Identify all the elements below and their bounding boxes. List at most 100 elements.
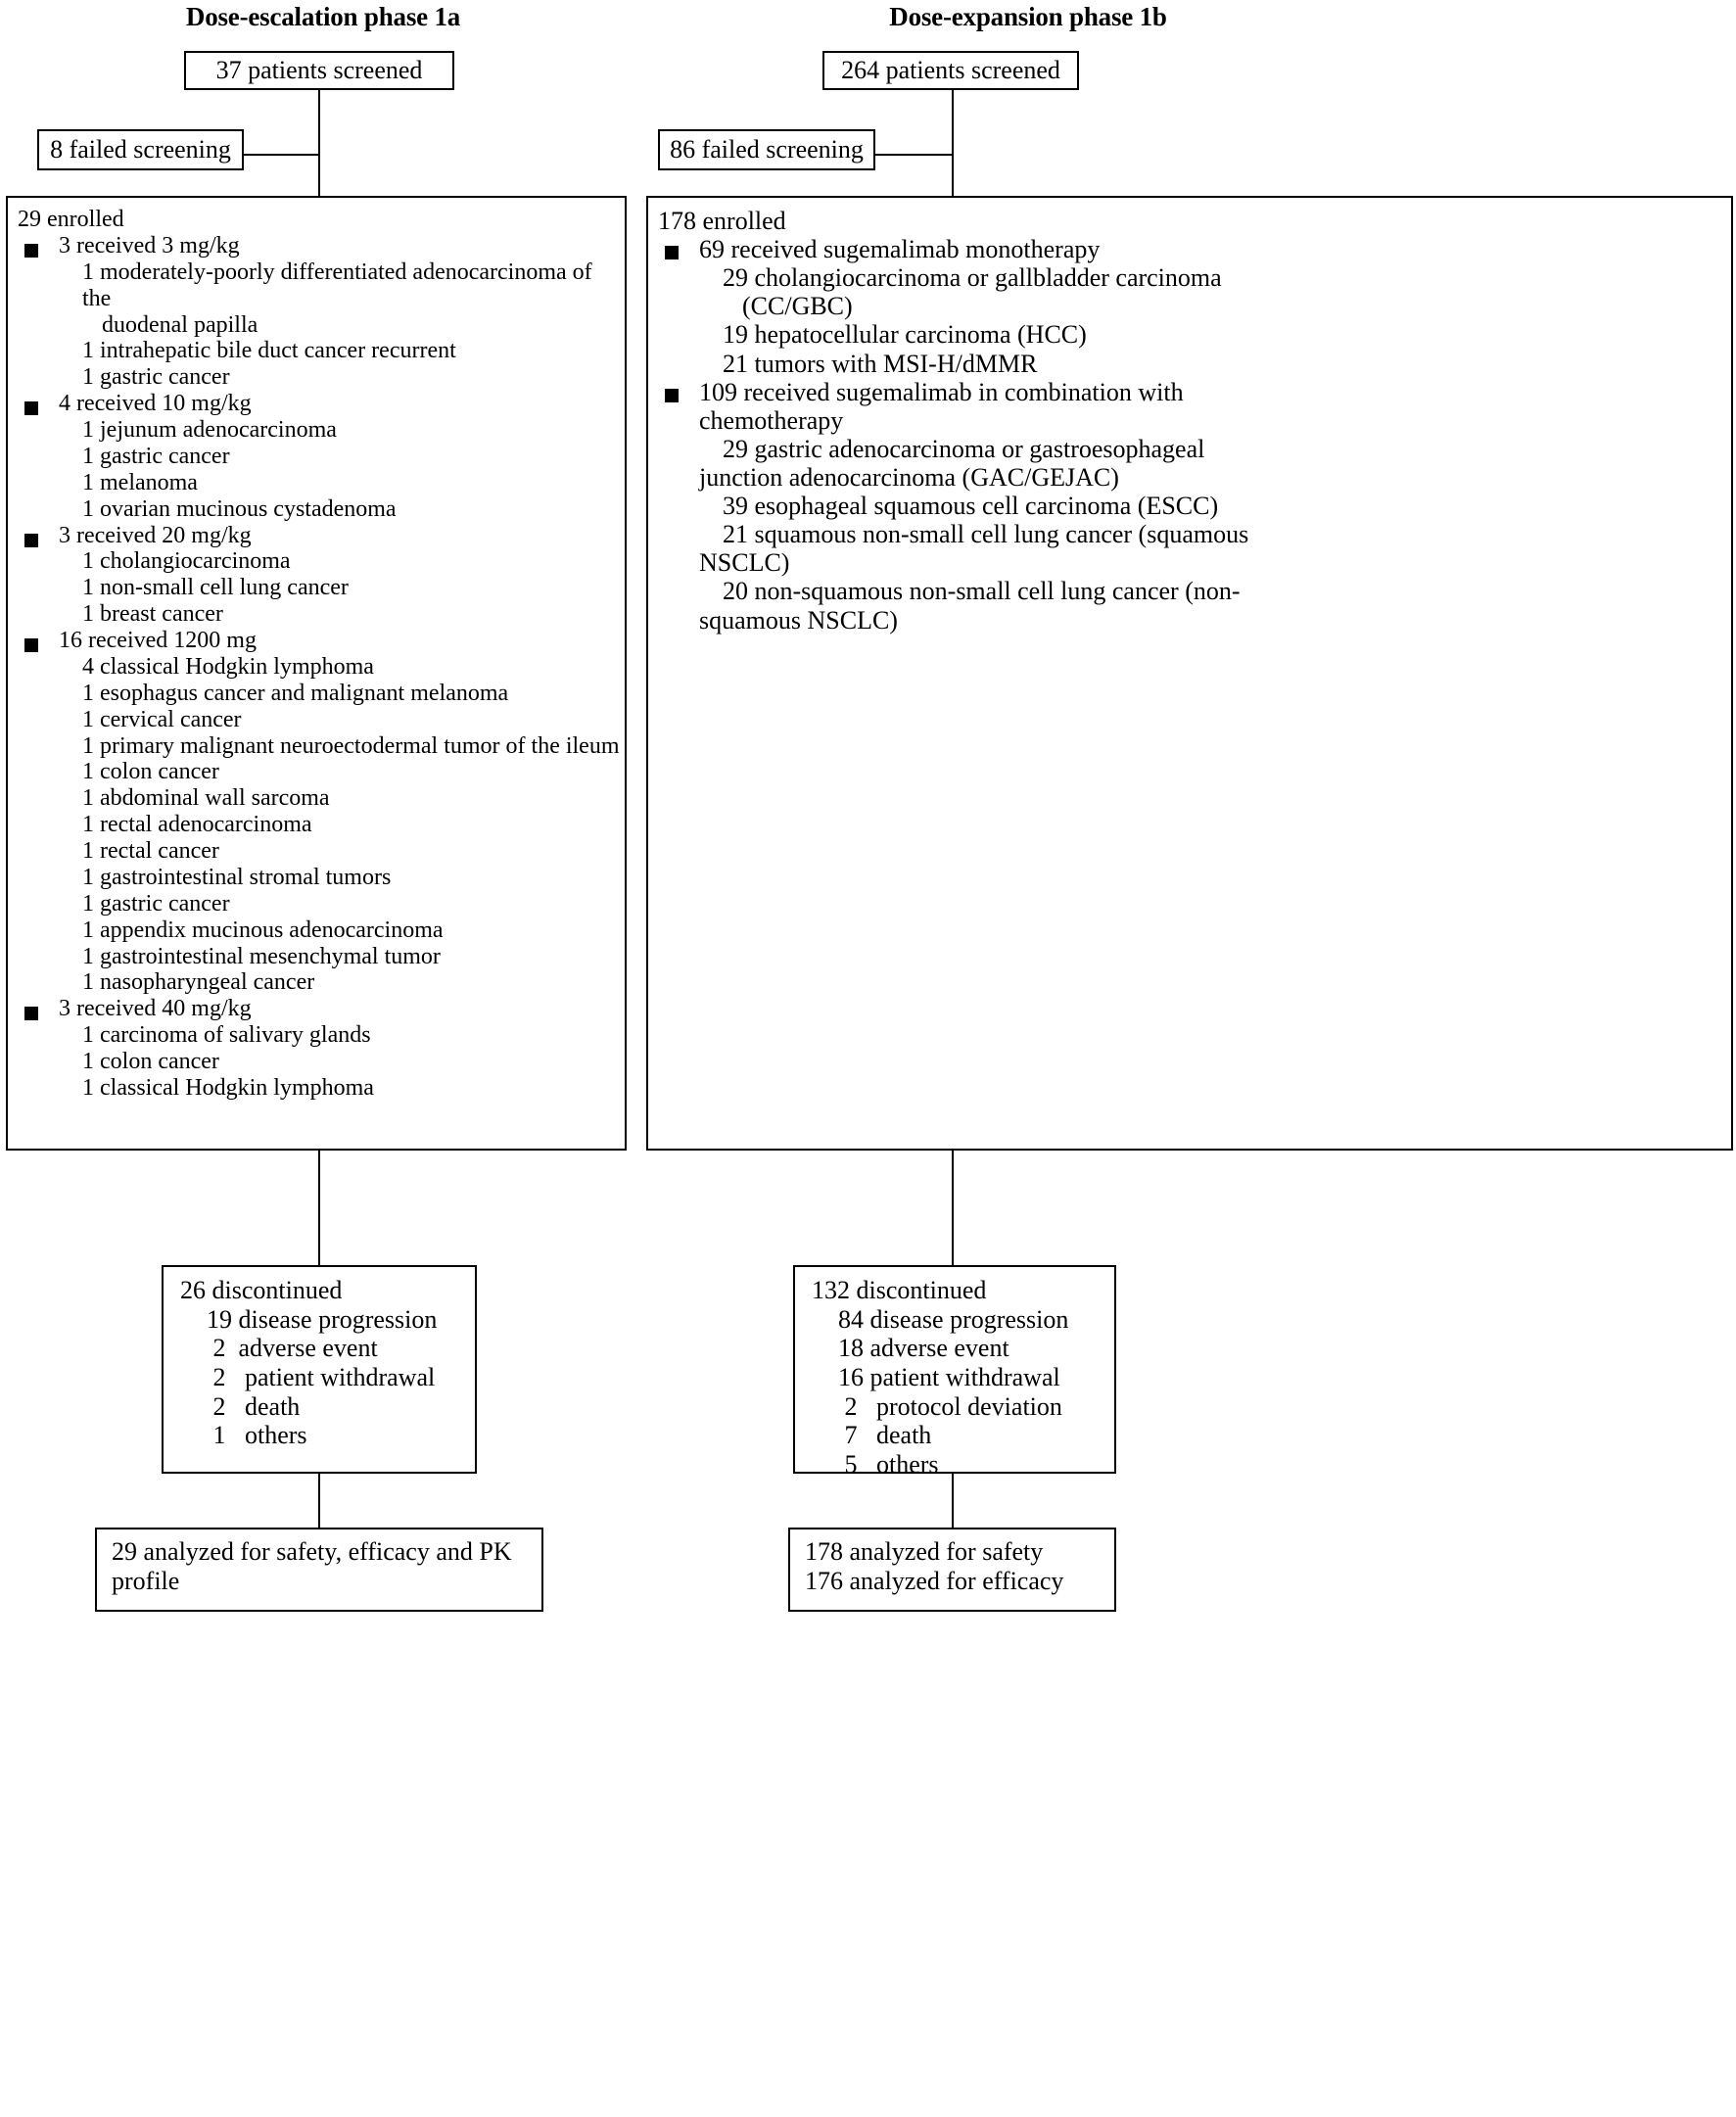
list-item: 1 breast cancer	[82, 601, 223, 628]
phase-1a-analyzed-line-1: profile	[112, 1566, 180, 1595]
bullet-square-icon	[24, 533, 38, 547]
phase-1a-screened-label: 37 patients screened	[215, 56, 423, 84]
phase-1b-group-0: 69 received sugemalimab monotherapy	[648, 235, 1731, 263]
phase-1a-connector-screened-to-enrolled	[318, 90, 320, 196]
list-item: 1 gastrointestinal stromal tumors	[82, 864, 392, 890]
list-item: 1 nasopharyngeal cancer	[82, 969, 315, 996]
phase-1a-discontinued-box: 26 discontinued 19 disease progression 2…	[162, 1265, 477, 1474]
phase-1b-failed-box: 86 failed screening	[658, 129, 875, 170]
phase-1a-group-2: 3 received 20 mg/kg	[8, 523, 625, 549]
list-item: 19 disease progression	[207, 1304, 438, 1334]
phase-1b-discontinued-header: 132 discontinued	[812, 1276, 987, 1304]
list-item: 1 carcinoma of salivary glands	[82, 1022, 371, 1049]
list-item: 1 rectal adenocarcinoma	[82, 812, 312, 838]
phase-1a-screened-box: 37 patients screened	[184, 51, 454, 90]
phase-1a-group-4: 3 received 40 mg/kg	[8, 996, 625, 1022]
list-item: 16 patient withdrawal	[838, 1362, 1060, 1391]
phase-1a-discontinued-header: 26 discontinued	[180, 1276, 343, 1304]
list-item: 2 patient withdrawal	[207, 1362, 436, 1391]
list-item: 1 esophagus cancer and malignant melanom…	[82, 680, 509, 706]
list-item: 1 rectal cancer	[82, 838, 219, 864]
phase-1b-title: Dose-expansion phase 1b	[889, 2, 1167, 31]
list-item: 1 cervical cancer	[82, 706, 242, 732]
bullet-square-icon	[665, 246, 679, 260]
phase-1b-connector-discontinued-to-analyzed	[952, 1474, 954, 1528]
phase-1b-group-1-label: 109 received sugemalimab in combination …	[699, 377, 1184, 406]
list-item: 1 intrahepatic bile duct cancer recurren…	[82, 338, 456, 364]
phase-1a-connector-enrolled-to-discontinued	[318, 1151, 320, 1265]
list-item: 1 abdominal wall sarcoma	[82, 785, 330, 812]
list-item: 1 gastrointestinal mesenchymal tumor	[82, 943, 441, 969]
list-item-wrap: duodenal papilla	[102, 311, 258, 338]
phase-1b-analyzed-line-0: 178 analyzed for safety	[805, 1537, 1044, 1566]
list-item-wrap: junction adenocarcinoma (GAC/GEJAC)	[699, 462, 1119, 492]
phase-1b-failed-label: 86 failed screening	[670, 135, 864, 164]
list-item: 1 appendix mucinous adenocarcinoma	[82, 917, 444, 943]
list-item: 1 classical Hodgkin lymphoma	[82, 1074, 374, 1101]
list-item: 1 gastric cancer	[82, 890, 230, 917]
phase-1a-enrolled-box: 29 enrolled 3 received 3 mg/kg 1 moderat…	[6, 196, 627, 1151]
list-item-wrap: squamous NSCLC)	[699, 605, 898, 635]
list-item: 1 jejunum adenocarcinoma	[82, 417, 337, 443]
list-item: 1 melanoma	[82, 469, 198, 495]
list-item: 2 protocol deviation	[838, 1391, 1062, 1421]
phase-1b-analyzed-box: 178 analyzed for safety 176 analyzed for…	[788, 1528, 1116, 1612]
phase-1b-group-1: 109 received sugemalimab in combination …	[648, 378, 1731, 406]
list-item: 2 adverse event	[207, 1334, 378, 1363]
list-item: 21 tumors with MSI-H/dMMR	[723, 349, 1038, 378]
list-item: 19 hepatocellular carcinoma (HCC)	[723, 320, 1087, 350]
phase-1a-failed-label: 8 failed screening	[50, 135, 231, 164]
phase-1b-group-0-label: 69 received sugemalimab monotherapy	[699, 235, 1101, 264]
list-item: 29 cholangiocarcinoma or gallbladder car…	[723, 263, 1222, 293]
phase-1b-discontinued-box: 132 discontinued 84 disease progression …	[793, 1265, 1116, 1479]
phase-1a-group-1-label: 4 received 10 mg/kg	[59, 391, 252, 417]
list-item: 21 squamous non-small cell lung cancer (…	[723, 520, 1249, 549]
phase-1a-group-4-label: 3 received 40 mg/kg	[59, 996, 252, 1022]
phase-1a-group-1: 4 received 10 mg/kg	[8, 391, 625, 417]
phase-1a-group-2-label: 3 received 20 mg/kg	[59, 522, 252, 548]
phase-1b-screened-label: 264 patients screened	[841, 56, 1060, 84]
list-item: 29 gastric adenocarcinoma or gastroesoph…	[723, 434, 1205, 463]
list-item: 84 disease progression	[838, 1304, 1069, 1334]
phase-1a-analyzed-line-0: 29 analyzed for safety, efficacy and PK	[112, 1537, 512, 1566]
list-item: 18 adverse event	[838, 1334, 1009, 1363]
list-item: 20 non-squamous non-small cell lung canc…	[723, 577, 1241, 606]
phase-1b-group-1-label-wrap: chemotherapy	[699, 405, 844, 435]
list-item-wrap: NSCLC)	[699, 548, 790, 578]
phase-1b-connector-screened-to-enrolled	[952, 90, 954, 196]
list-item-wrap: (CC/GBC)	[742, 292, 853, 321]
phase-1a-analyzed-box: 29 analyzed for safety, efficacy and PK …	[95, 1528, 543, 1612]
phase-1b-enrolled-box: 178 enrolled 69 received sugemalimab mon…	[646, 196, 1733, 1151]
phase-1a-group-3-label: 16 received 1200 mg	[59, 628, 257, 653]
list-item: 1 moderately-poorly differentiated adeno…	[82, 259, 592, 311]
list-item: 5 others	[838, 1449, 939, 1479]
list-item: 1 cholangiocarcinoma	[82, 548, 291, 575]
bullet-square-icon	[24, 638, 38, 652]
list-item: 1 ovarian mucinous cystadenoma	[82, 495, 397, 522]
bullet-square-icon	[24, 1007, 38, 1021]
list-item: 1 gastric cancer	[82, 443, 230, 469]
phase-1a-group-0: 3 received 3 mg/kg	[8, 233, 625, 259]
list-item: 4 classical Hodgkin lymphoma	[82, 653, 374, 680]
list-item: 1 primary malignant neuroectodermal tumo…	[82, 732, 620, 759]
phase-1a-enrolled-header: 29 enrolled	[18, 207, 124, 232]
phase-1b-connector-failed	[875, 154, 954, 156]
phase-1b-screened-box: 264 patients screened	[822, 51, 1079, 90]
list-item: 1 gastric cancer	[82, 364, 230, 391]
phase-1a-group-0-label: 3 received 3 mg/kg	[59, 232, 240, 259]
bullet-square-icon	[24, 243, 38, 258]
phase-1b-connector-enrolled-to-discontinued	[952, 1151, 954, 1265]
phase-1a-connector-failed	[244, 154, 320, 156]
phase-1a-failed-box: 8 failed screening	[37, 129, 244, 170]
phase-1a-connector-discontinued-to-analyzed	[318, 1474, 320, 1528]
phase-1b-analyzed-line-1: 176 analyzed for efficacy	[805, 1566, 1064, 1595]
list-item: 1 colon cancer	[82, 1049, 219, 1074]
phase-1a-title: Dose-escalation phase 1a	[185, 2, 461, 31]
list-item: 7 death	[838, 1421, 932, 1450]
list-item: 2 death	[207, 1391, 301, 1421]
list-item: 1 non-small cell lung cancer	[82, 575, 349, 601]
phase-1b-enrolled-header: 178 enrolled	[658, 207, 786, 235]
list-item: 39 esophageal squamous cell carcinoma (E…	[723, 492, 1219, 521]
list-item: 1 others	[207, 1421, 307, 1450]
